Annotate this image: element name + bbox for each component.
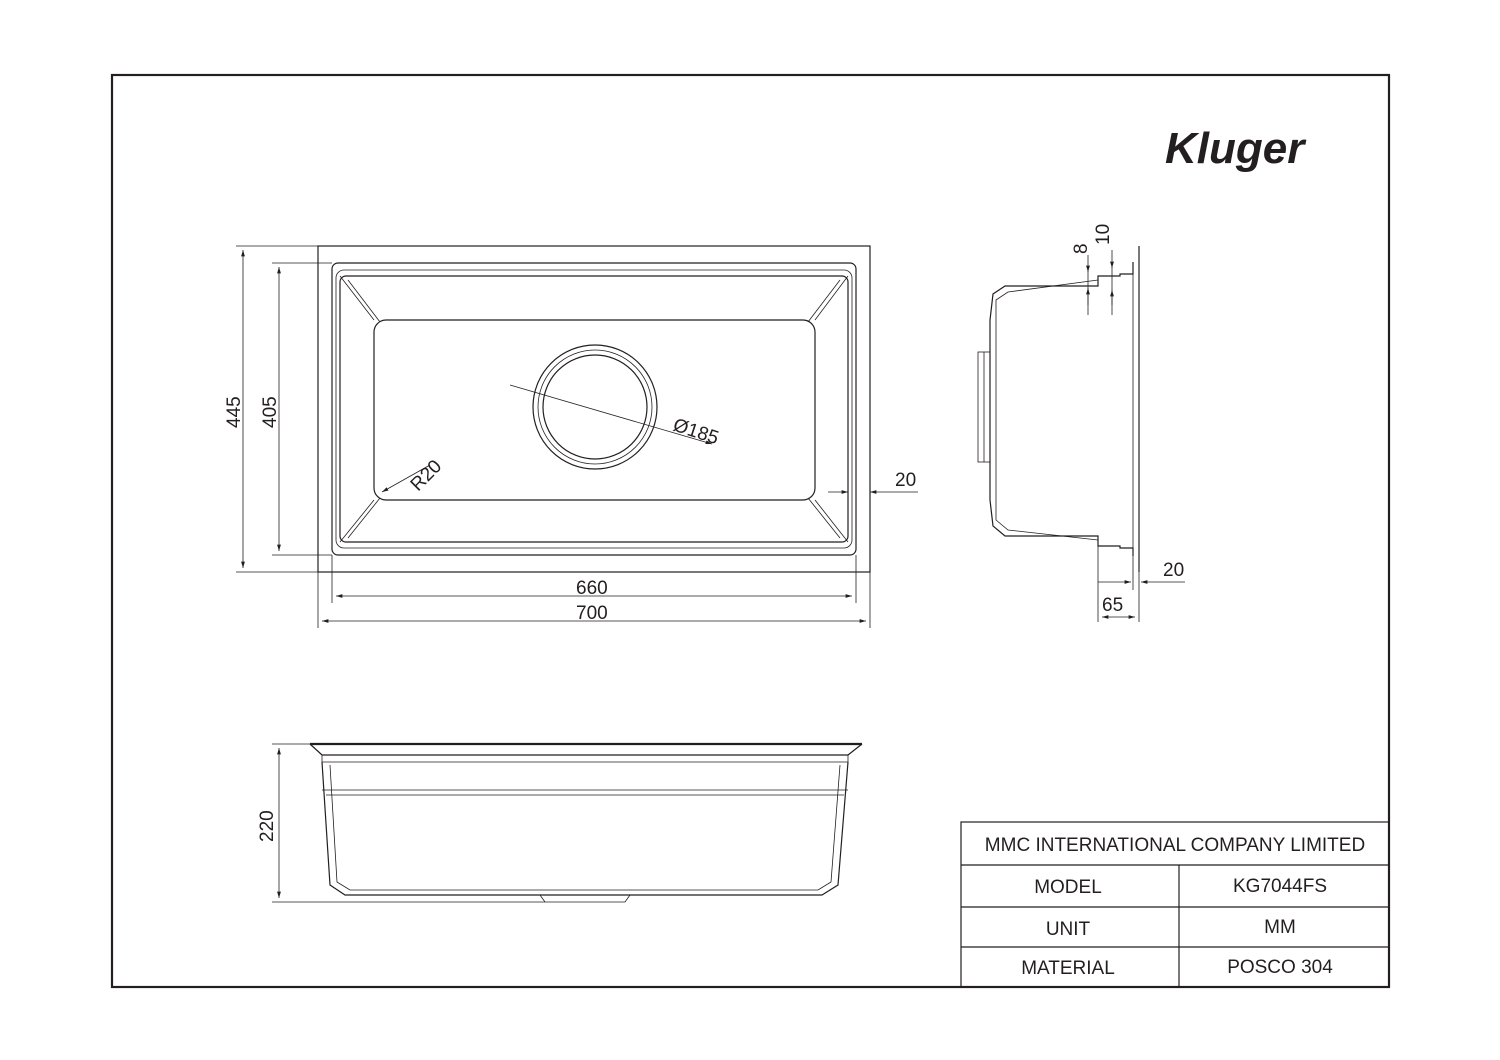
company-name: MMC INTERNATIONAL COMPANY LIMITED xyxy=(985,835,1365,856)
dim-drain: Ø185 xyxy=(670,415,721,449)
dim-corner-radius: R20 xyxy=(407,456,446,495)
drawing-frame xyxy=(110,73,1391,989)
side-view: 8 10 20 65 xyxy=(977,224,1185,622)
title-block: MMC INTERNATIONAL COMPANY LIMITED MODEL … xyxy=(960,821,1390,988)
dim-flange-10: 10 xyxy=(1093,224,1114,245)
unit-label: UNIT xyxy=(1046,919,1091,940)
sink-outer-outline xyxy=(317,245,871,573)
dim-overall-depth: 445 xyxy=(224,396,245,428)
dim-bowl-depth: 220 xyxy=(257,810,278,842)
dim-rim: 20 xyxy=(895,470,916,491)
dim-flange-8: 8 xyxy=(1071,243,1092,254)
material-value: POSCO 304 xyxy=(1227,957,1333,978)
dim-overall-width: 700 xyxy=(576,603,608,624)
dim-inner-depth: 405 xyxy=(260,396,281,428)
drain-inner xyxy=(542,354,648,460)
material-label: MATERIAL xyxy=(1021,958,1115,979)
top-view: Ø185 R20 20 445 405 660 700 xyxy=(224,245,918,628)
dim-offset-65: 65 xyxy=(1102,595,1123,616)
model-value: KG7044FS xyxy=(1233,876,1327,897)
model-label: MODEL xyxy=(1034,877,1102,898)
brand-logo: Kluger xyxy=(1165,124,1307,173)
unit-value: MM xyxy=(1264,917,1296,938)
front-view: 220 xyxy=(257,742,863,903)
dim-offset-20: 20 xyxy=(1163,560,1184,581)
sink-bowl-floor xyxy=(373,319,816,501)
dim-inner-width: 660 xyxy=(576,578,608,599)
drain-outer xyxy=(532,344,658,470)
